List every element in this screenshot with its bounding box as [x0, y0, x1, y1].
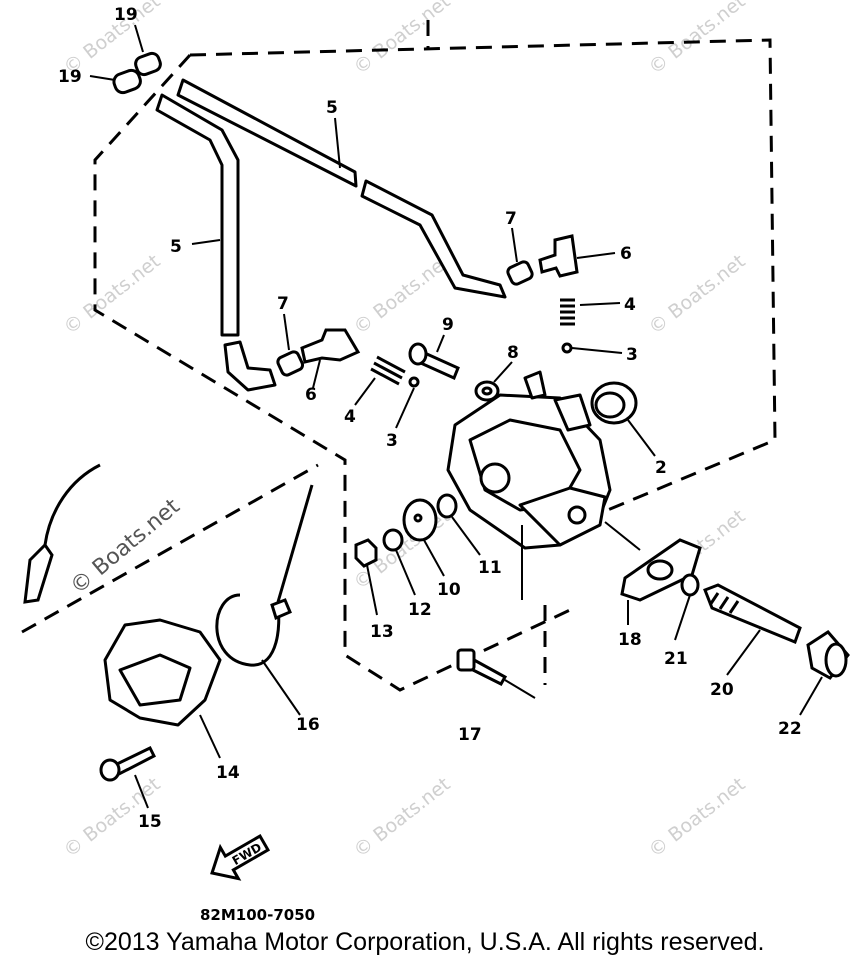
watermark: © Boats.net — [645, 773, 750, 862]
leader-lines — [89, 24, 823, 809]
washer — [680, 573, 700, 597]
callout-2: 2 — [655, 458, 667, 478]
watermark-prominent: © Boats.net — [66, 494, 185, 600]
oil-seal — [590, 381, 638, 425]
hose-5-short — [155, 93, 277, 392]
bolt — [456, 648, 508, 686]
callout-15: 15 — [138, 812, 162, 832]
oil-level-sensor — [23, 463, 101, 604]
callout-6: 6 — [620, 244, 632, 264]
shaft-cap — [806, 630, 850, 680]
check-ball — [408, 342, 573, 388]
watermark: © Boats.net — [60, 250, 165, 339]
callout-3: 3 — [626, 345, 638, 365]
callout-22: 22 — [778, 719, 802, 739]
watermark: © Boats.net — [645, 0, 750, 79]
hose-fitting — [300, 234, 579, 364]
callout-8: 8 — [507, 343, 519, 363]
o-ring — [382, 493, 458, 552]
watermark: © Boats.net — [645, 250, 750, 339]
forward-arrow-icon: FWD — [210, 834, 271, 881]
gasket — [620, 538, 702, 602]
bolt — [99, 746, 157, 782]
watermark: © Boats.net — [350, 773, 455, 862]
callout-19: 19 — [58, 67, 82, 87]
pump-cover — [103, 618, 222, 727]
callout-20: 20 — [710, 680, 734, 700]
callout-13: 13 — [370, 622, 394, 642]
screw — [408, 342, 460, 381]
oil-pump-body — [446, 370, 612, 550]
callout-7: 7 — [505, 209, 517, 229]
callout-6: 6 — [305, 385, 317, 405]
callout-3: 3 — [386, 431, 398, 451]
sensor-cable — [215, 484, 314, 667]
callout-4: 4 — [344, 407, 356, 427]
hose-clamp — [112, 51, 162, 95]
callout-11: 11 — [478, 558, 502, 578]
callout-21: 21 — [664, 649, 688, 669]
pump-cover-plate — [402, 498, 438, 542]
copyright-notice: ©2013 Yamaha Motor Corporation, U.S.A. A… — [85, 928, 765, 956]
callout-labels: 19 19 5 5 7 6 4 3 7 6 9 8 4 3 2 13 12 10… — [58, 5, 802, 832]
callout-14: 14 — [216, 763, 240, 783]
callout-12: 12 — [408, 600, 432, 620]
callout-17: 17 — [458, 725, 482, 745]
callout-10: 10 — [437, 580, 461, 600]
watermark-layer: © Boats.net © Boats.net © Boats.net © Bo… — [60, 0, 750, 862]
hose-5-long — [176, 78, 507, 299]
callout-16: 16 — [296, 715, 320, 735]
drive-shaft — [703, 583, 802, 644]
assembly-outline — [21, 20, 777, 692]
callout-5: 5 — [326, 98, 338, 118]
callout-7: 7 — [277, 294, 289, 314]
callout-18: 18 — [618, 630, 642, 650]
callout-19: 19 — [114, 5, 138, 25]
watermark: © Boats.net — [350, 0, 455, 79]
nut — [354, 538, 378, 568]
part-code: 82M100-7050 — [200, 906, 315, 924]
callout-9: 9 — [442, 315, 454, 335]
check-spring — [370, 298, 575, 386]
watermark: © Boats.net — [350, 250, 455, 339]
callout-5: 5 — [170, 237, 182, 257]
washer — [474, 380, 500, 402]
hose-nut — [276, 260, 534, 377]
callout-4: 4 — [624, 295, 636, 315]
